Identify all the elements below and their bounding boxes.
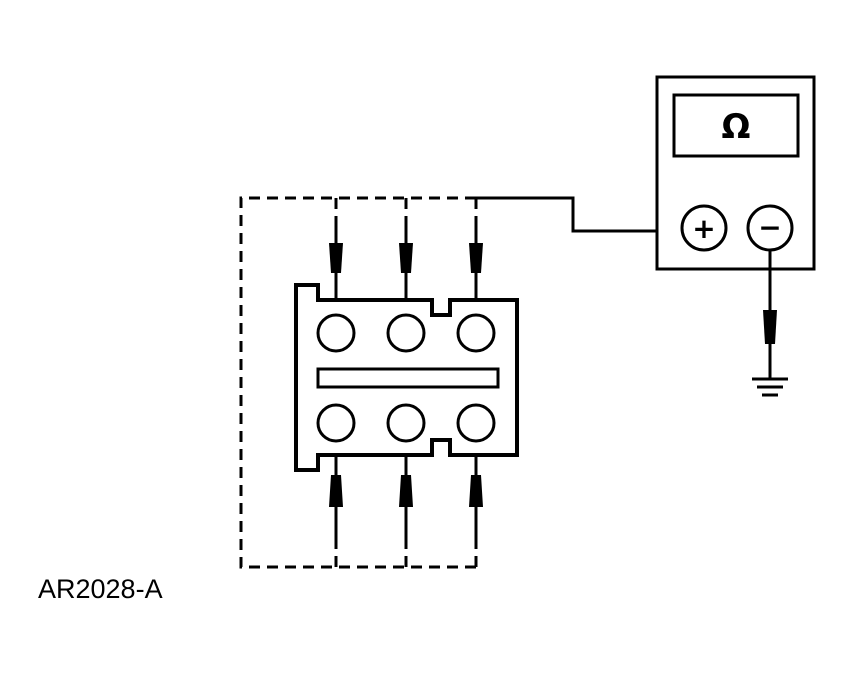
connector-pin: [386, 313, 426, 353]
connector-pin: [316, 403, 356, 443]
positive-test-lead: [476, 196, 683, 233]
probe-icon: [763, 310, 777, 344]
negative-terminal-symbol: −: [758, 211, 781, 244]
meter-display: [672, 93, 800, 158]
probe-icon: [399, 222, 413, 310]
connector: [294, 283, 519, 472]
negative-test-lead: [763, 250, 777, 378]
top-probes: [329, 222, 483, 310]
ground-symbol-icon: [752, 377, 788, 397]
probe-icon: [399, 445, 413, 540]
connector-key-slot: [316, 367, 500, 389]
figure-reference-id: AR2028-A: [38, 574, 163, 604]
ohmmeter-icon: Ω + −: [655, 75, 816, 271]
probe-icon: [329, 445, 343, 540]
connector-pin: [456, 403, 496, 443]
positive-terminal: [680, 204, 728, 252]
bottom-probes: [329, 445, 483, 540]
meter-display-symbol: Ω: [722, 107, 751, 147]
probe-icon: [469, 445, 483, 540]
connector-pin: [316, 313, 356, 353]
probe-icon: [329, 222, 343, 310]
connector-pin: [386, 403, 426, 443]
probe-icon: [469, 222, 483, 310]
positive-terminal-symbol: +: [692, 212, 715, 245]
connector-pin: [456, 313, 496, 353]
